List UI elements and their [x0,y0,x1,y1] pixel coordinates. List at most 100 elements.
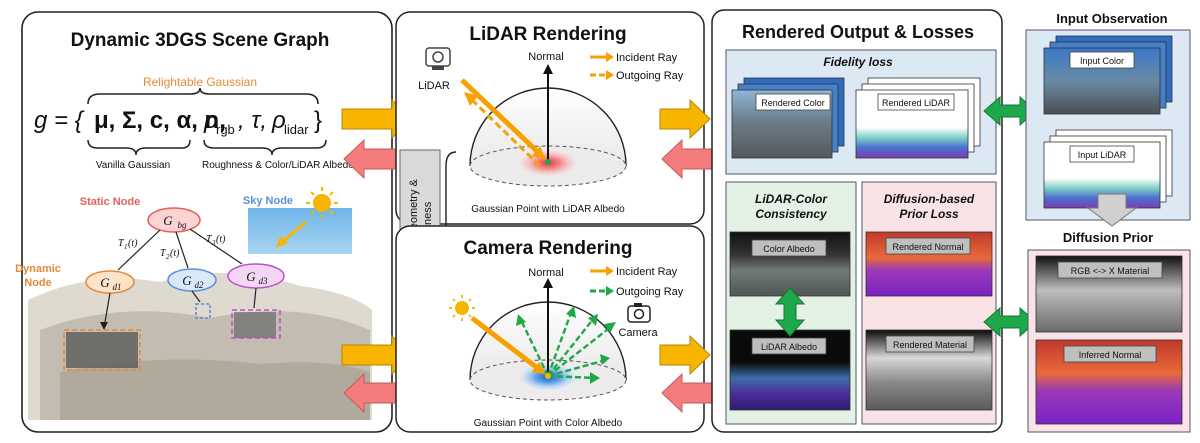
node-g-d3 [227,263,285,289]
arrow-camera-to-output [659,334,711,376]
edge-d2-box [191,290,201,303]
scene-graph-panel: Dynamic 3DGS Scene Graph Relightable Gau… [15,11,393,433]
t2-arg: (t) [170,248,180,259]
outputs-panel: Rendered Output & Losses Fidelity loss R… [711,9,1003,433]
rendered-color-label: Rendered Color [761,98,825,108]
formula-rho-lidar-sub: lidar [284,122,309,137]
vanilla-gaussian-label: Vanilla Gaussian [96,160,170,171]
t1-sub: 1 [124,243,128,251]
formula-tau: , τ, [238,107,267,134]
lidar-legend-incident-head [606,52,614,62]
node-g-bg-label: G [163,213,173,228]
input-observation-title: Input Observation [1056,11,1167,26]
rendered-material-tag [885,335,975,353]
node-g-d2 [167,268,217,292]
lidar-legend-outgoing-head [606,70,614,80]
lidar-normal-label: Normal [528,51,563,63]
lidar-sensor-icon [425,47,451,70]
camera-outgoing-rays [518,309,613,380]
consistency-double-arrow [774,287,806,337]
formula-vanilla-terms: μ, Σ, c, α, n, [94,107,226,134]
camera-incident-ray-head [532,362,546,374]
formula-rho-rgb: ρ [203,107,218,134]
roughness-brace [203,139,327,156]
node-g-bg [147,207,201,233]
formula-rho-rgb-sub: rgb [216,122,235,137]
arrow-lidar-to-output [659,98,711,140]
node-g-d1 [85,270,135,294]
t1-arg: (t) [128,238,138,249]
camera-rendering-panel: Camera Rendering Normal Incident Ray Out… [395,225,705,433]
dynamic-node-label-line1: Dynamic [15,263,61,275]
lidar-legend-outgoing: Outgoing Ray [616,70,684,82]
arrow-output-to-camera [661,372,713,414]
rendered-lidar-stack [855,77,981,159]
dynamic-box-1 [63,329,141,371]
lidar-label: LiDAR [418,80,450,92]
sky-node-label: Sky Node [243,195,293,207]
input-observation-panel: Input Observation Input Color Input LiDA… [1025,11,1191,221]
rgb-x-material-tag [1057,261,1163,279]
vanilla-brace [87,139,191,156]
static-node-label: Static Node [80,196,141,208]
roughness-albedo-label: Roughness & Color/LiDAR Albedo [202,160,354,171]
sun-ray [281,220,307,244]
gaussian-formula: g = { μ, Σ, c, α, n, ρ rgb , τ, ρ lidar … [34,107,322,137]
rendered-normal-label: Rendered Normal [892,242,963,252]
formula-rho-lidar: ρ [271,107,286,134]
camera-outgoing-heads [516,306,616,384]
consistency-title-line2: Consistency [755,207,828,221]
camera-legend-outgoing-head [606,286,614,296]
inferred-normal-tag [1063,345,1157,363]
dynamic-box-3 [231,309,281,339]
scene-graph-title: Dynamic 3DGS Scene Graph [71,30,330,51]
camera-sun-icon [449,295,475,321]
lidar-albedo-label: LiDAR Albedo [761,342,817,352]
dynamic-node-label-line2: Node [24,277,52,289]
rendered-color-stack [731,77,845,159]
diffusion-prior-title: Diffusion Prior [1063,230,1153,245]
edge-d3-box [253,287,257,309]
lidar-incident-ray-head [532,146,546,160]
lidar-outgoing-ray-head [464,92,478,106]
node-g-d1-label: G [100,275,110,290]
lidar-outgoing-ray [468,96,542,168]
fidelity-loss-label: Fidelity loss [823,55,893,69]
sky-image [248,208,352,254]
prior-title-line2: Prior Loss [899,207,959,221]
t3-sub: 3 [211,239,216,247]
node-g-bg-sub: bg [178,220,188,230]
camera-caption: Gaussian Point with Color Albedo [474,418,623,429]
rendered-material-label: Rendered Material [893,340,967,350]
camera-legend-outgoing: Outgoing Ray [616,286,684,298]
rendered-color-tag [755,93,831,111]
formula-rhs: } [314,107,322,134]
input-lidar-tag [1069,145,1135,163]
rendered-lidar-label: Rendered LiDAR [882,98,951,108]
sun-ray-head [276,236,288,248]
node-g-d3-label: G [246,269,256,284]
lidar-rendering-panel: LiDAR Rendering LiDAR Normal Incident Ra… [395,11,705,225]
t3-label: T [206,234,213,245]
camera-normal-label: Normal [528,267,563,279]
relightable-label: Relightable Gaussian [143,75,257,89]
inferred-normal-label: Inferred Normal [1079,350,1142,360]
t2-label: T [160,248,167,259]
diffusion-prior-panel: Diffusion Prior RGB <-> X Material Infer… [1027,230,1191,433]
formula-lhs: g = { [34,107,85,134]
edge-d1-box-head [100,322,108,330]
node-g-d1-sub: d1 [113,282,122,292]
lidar-rendering-title: LiDAR Rendering [469,24,626,45]
consistency-title-line1: LiDAR-Color [755,192,828,206]
camera-legend-incident-head [606,266,614,276]
point-cloud-image [28,272,372,420]
color-albedo-label: Color Albedo [763,244,815,254]
node-g-d2-sub: d2 [195,280,205,290]
node-g-d3-sub: d3 [259,276,269,286]
graph-edges [117,228,243,271]
t1-label: T [118,238,125,249]
dynamic-box-2 [195,303,211,319]
lidar-point [545,159,551,165]
